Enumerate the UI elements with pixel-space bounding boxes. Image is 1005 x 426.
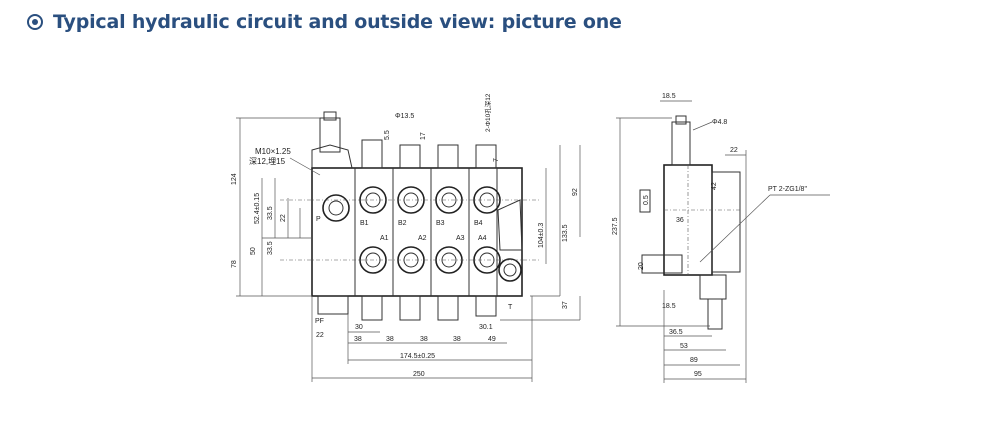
port-b1-label: B1 [360,220,369,227]
dim-37: 37 [562,301,569,309]
dim-33-5-top: 33.5 [267,206,274,220]
dim-124: 124 [231,173,238,185]
port-b4-label: B4 [474,220,483,227]
dim-phi-13-5: Φ13.5 [395,113,414,120]
dim-side-36: 36 [676,217,684,224]
dim-side-95: 95 [694,371,702,378]
port-b2-label: B2 [398,220,407,227]
dim-side-18-5-bottom: 18.5 [662,303,676,310]
dim-33-5-bottom: 33.5 [267,241,274,255]
port-b3-label: B3 [436,220,445,227]
p-port-circle [322,194,350,222]
port-p-label: P [316,216,321,223]
dim-phi-4-8: Φ4.8 [712,119,727,126]
dim-22-bottom: 22 [316,332,324,339]
section-title: Typical hydraulic circuit and outside vi… [53,11,622,33]
port-a3-label: A3 [456,235,465,242]
radio-selected-icon [27,14,43,30]
dim-38-c: 38 [420,336,428,343]
section-heading: Typical hydraulic circuit and outside vi… [27,11,622,33]
side-relief-valve [671,121,691,166]
dim-7: 7 [493,158,500,162]
dim-side-20: 20 [638,262,645,270]
dim-side-53: 53 [680,343,688,350]
dim-38-b: 38 [386,336,394,343]
port-t-label: T [508,304,513,311]
dim-174-5: 174.5±0.25 [400,353,435,360]
dim-52-4: 52.4±0.15 [254,193,261,224]
t-port-circle [498,258,522,282]
dim-50: 50 [250,247,257,255]
relief-valve-bottom [317,295,349,315]
dim-250: 250 [413,371,425,378]
dim-133-5: 133.5 [562,224,569,242]
dim-side-22: 22 [730,147,738,154]
relief-valve-top [319,117,341,153]
dim-104: 104±0.3 [538,223,545,248]
side-port-label: PT 2-ZG1/8" [768,186,807,193]
dim-side-0-5: 0.5 [643,195,650,205]
dim-92: 92 [572,188,579,196]
dim-49: 49 [488,336,496,343]
port-a1-label: A1 [380,235,389,242]
dim-38-a: 38 [354,336,362,343]
dim-side-36-5: 36.5 [669,329,683,336]
dim-side-18-5-top: 18.5 [662,93,676,100]
inlet-cap [311,144,353,169]
dim-78: 78 [231,260,238,268]
dim-hole-note: 2-Φ10孔深12 [483,93,492,132]
dim-38-d: 38 [453,336,461,343]
port-a2-label: A2 [418,235,427,242]
dim-30-1: 30.1 [479,324,493,331]
dim-30: 30 [355,324,363,331]
side-view: 18.5 Φ4.8 22 42 36 0.5 237.5 20 18.5 36.… [612,93,830,383]
dim-side-42: 42 [711,182,718,190]
dim-side-237-5: 237.5 [612,217,619,235]
dim-22-left: 22 [280,214,287,222]
port-a4-label: A4 [478,235,487,242]
front-view: M10×1.25 深12,埋15 P PF T B1 B2 B3 B4 A1 A… [231,93,581,382]
dim-5-5: 5.5 [384,130,391,140]
thread-label: M10×1.25 [255,147,291,156]
thread-depth-label: 深12,埋15 [249,156,286,166]
dim-side-89: 89 [690,357,698,364]
port-pf-label: PF [315,318,324,325]
dim-17: 17 [420,132,427,140]
